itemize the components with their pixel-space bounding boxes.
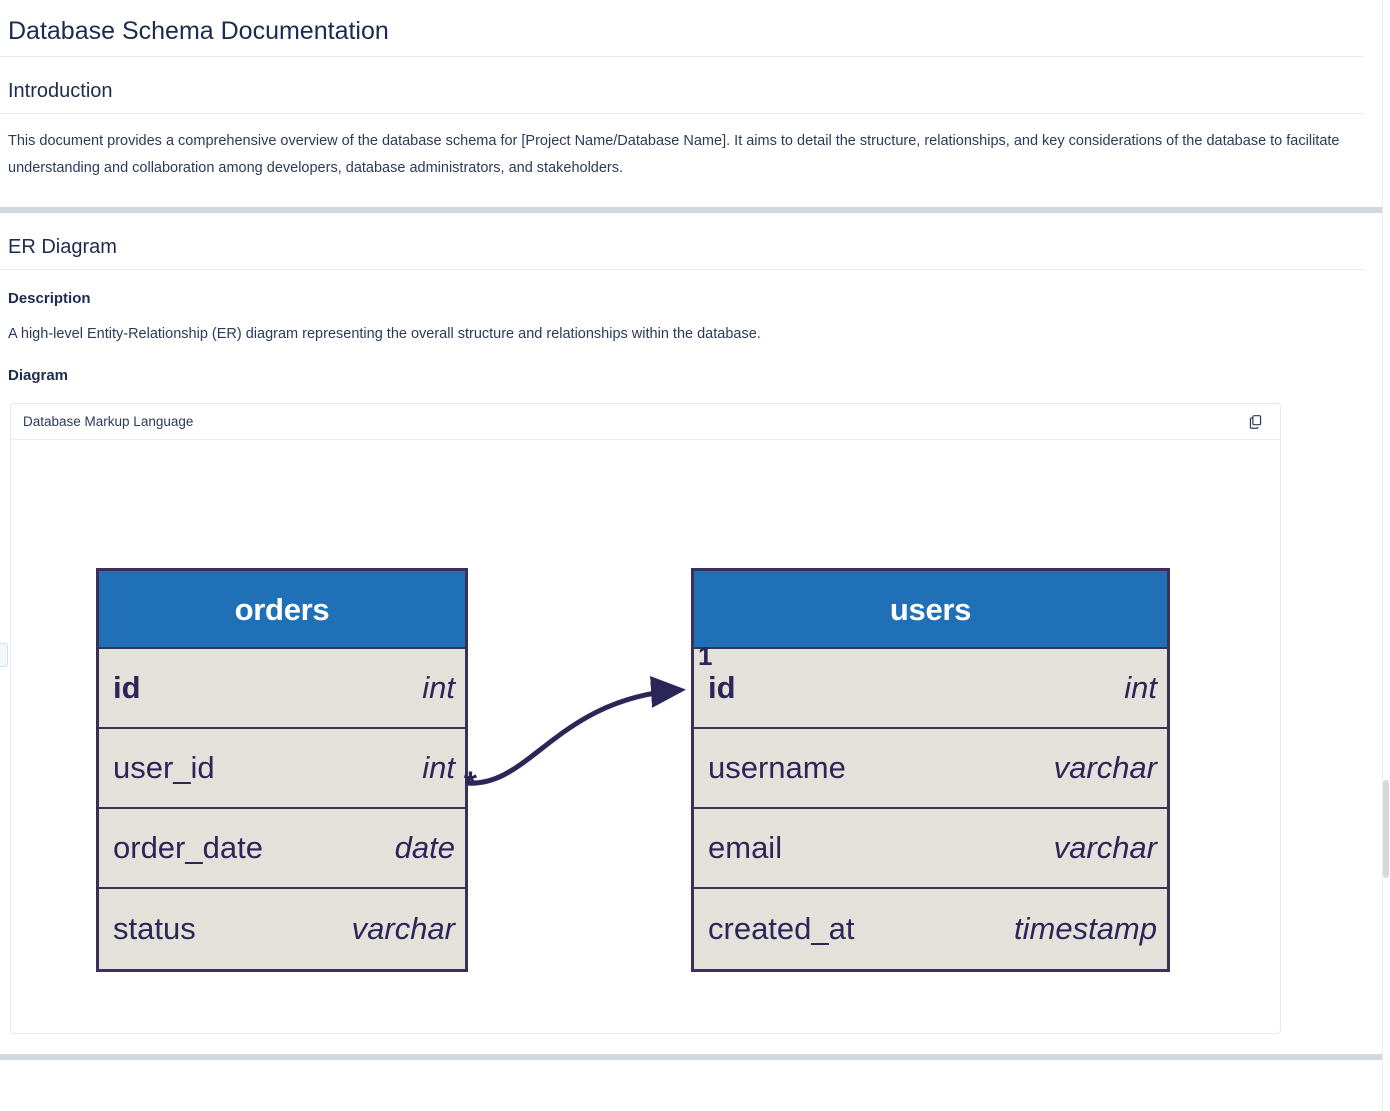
subheading-diagram: Diagram xyxy=(8,367,69,385)
section-divider-bottom xyxy=(0,1054,1390,1061)
subheading-description: Description xyxy=(8,289,91,307)
column-type: int xyxy=(422,750,455,786)
section-heading-er-diagram: ER Diagram xyxy=(0,213,1364,270)
column-type: timestamp xyxy=(1014,911,1157,947)
column-name: user_id xyxy=(113,750,215,786)
entity-users-row-id[interactable]: 1 id int xyxy=(694,643,1167,730)
page-scrollbar[interactable] xyxy=(1382,0,1390,1111)
code-language-label: Database Markup Language xyxy=(23,414,194,430)
entity-orders-row-order_date[interactable]: order_date date xyxy=(99,809,465,890)
entity-users-row-created_at[interactable]: created_at timestamp xyxy=(694,889,1167,969)
entity-orders-row-id[interactable]: id int xyxy=(99,649,465,730)
column-name: id xyxy=(708,670,736,706)
column-type: varchar xyxy=(1053,830,1157,866)
entity-orders-row-user_id[interactable]: user_id int * xyxy=(99,729,477,810)
column-name: username xyxy=(708,750,846,786)
column-type: int xyxy=(1124,670,1157,706)
entity-users-row-email[interactable]: email varchar xyxy=(694,809,1167,890)
column-name: created_at xyxy=(708,911,855,947)
column-type: varchar xyxy=(351,911,455,947)
column-name: id xyxy=(113,670,141,706)
column-name: status xyxy=(113,911,196,947)
column-type: varchar xyxy=(1053,750,1157,786)
introduction-body: This document provides a comprehensive o… xyxy=(8,133,1340,176)
column-name: order_date xyxy=(113,830,263,866)
er-diagram-canvas: orders id int user_id int * order_date d… xyxy=(11,440,1280,1033)
entity-users[interactable]: users 1 id int username varchar email va… xyxy=(691,568,1170,973)
section-heading-introduction: Introduction xyxy=(0,57,1364,114)
offscreen-panel-artifact xyxy=(0,643,8,667)
page-scrollbar-thumb[interactable] xyxy=(1383,780,1389,878)
entity-orders-title: orders xyxy=(99,571,465,650)
column-type: int xyxy=(422,670,455,706)
section-divider-top xyxy=(0,206,1390,213)
er-diagram-description: A high-level Entity-Relationship (ER) di… xyxy=(8,325,761,342)
entity-users-title: users xyxy=(694,571,1167,650)
cardinality-one-label: 1 xyxy=(698,641,713,672)
column-type: date xyxy=(394,830,455,866)
code-block: Database Markup Language ord xyxy=(10,403,1281,1035)
entity-orders-row-status[interactable]: status varchar xyxy=(99,889,465,969)
entity-orders[interactable]: orders id int user_id int * order_date d… xyxy=(96,568,477,973)
column-name: email xyxy=(708,830,783,866)
code-block-header: Database Markup Language xyxy=(11,404,1280,441)
entity-users-row-username[interactable]: username varchar xyxy=(694,729,1167,810)
copy-icon[interactable] xyxy=(1244,411,1266,433)
cardinality-many-label: * xyxy=(463,765,477,804)
page-title: Database Schema Documentation xyxy=(0,0,1364,57)
